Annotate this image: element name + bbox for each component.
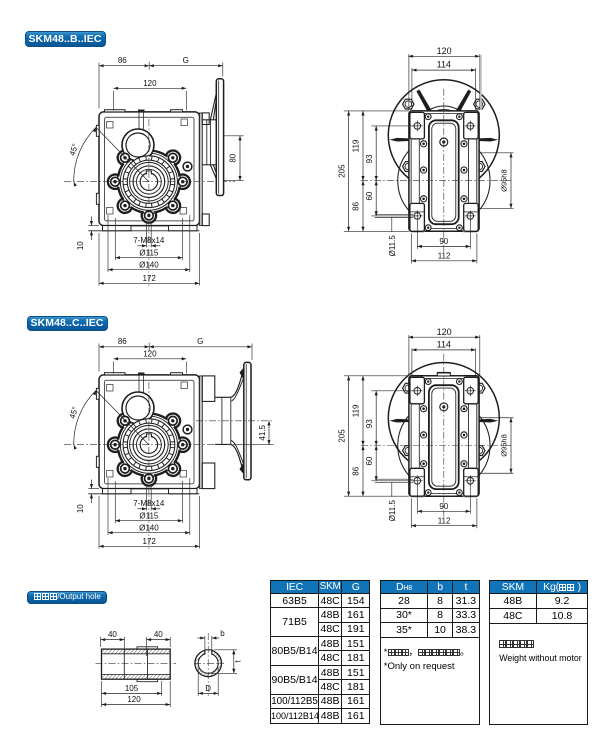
- svg-text:t: t: [234, 660, 243, 663]
- svg-text:G: G: [183, 56, 189, 65]
- svg-text:b: b: [220, 629, 225, 638]
- svg-text:120: 120: [437, 46, 452, 56]
- svg-text:40: 40: [108, 630, 117, 639]
- svg-text:120: 120: [143, 79, 157, 88]
- svg-text:114: 114: [437, 60, 451, 70]
- svg-text:105: 105: [125, 684, 139, 693]
- svg-text:120: 120: [143, 349, 157, 358]
- svg-text:80: 80: [229, 153, 238, 162]
- svg-text:G: G: [197, 337, 203, 346]
- svg-text:114: 114: [437, 340, 451, 350]
- svg-text:120: 120: [127, 695, 141, 704]
- svg-text:D: D: [205, 684, 211, 693]
- svg-text:86: 86: [118, 56, 127, 65]
- svg-text:41.5: 41.5: [258, 424, 267, 440]
- svg-text:86: 86: [118, 337, 127, 346]
- svg-text:40: 40: [154, 630, 163, 639]
- svg-text:120: 120: [437, 327, 452, 337]
